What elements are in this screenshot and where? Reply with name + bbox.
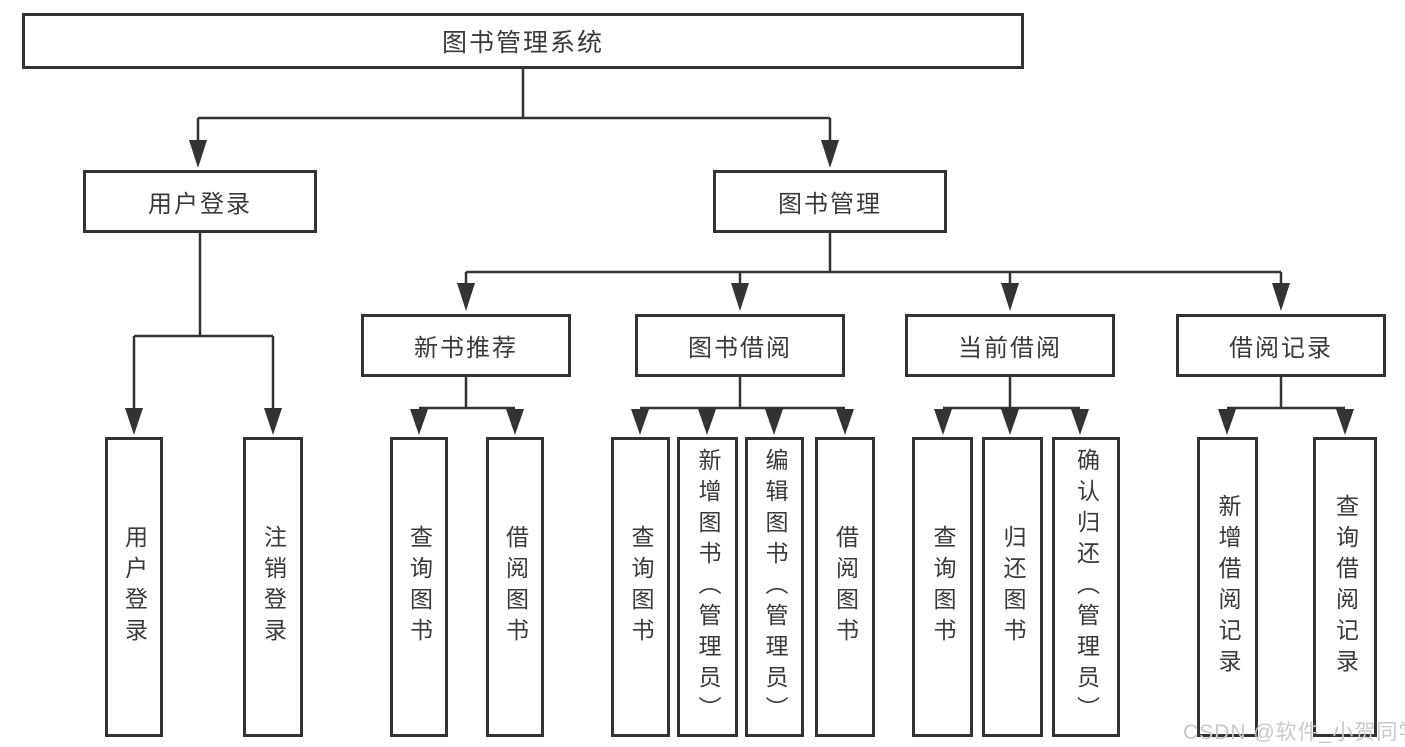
node-leaf-add-borrow-record: 新增借阅记录	[1197, 437, 1258, 737]
node-book-management-branch: 图书管理	[713, 170, 947, 233]
arrowhead-icon	[821, 140, 839, 168]
edge-root-to-level2	[196, 69, 832, 142]
node-leaf-edit-book-admin: 编辑图书（管理员）	[745, 437, 804, 737]
edge-records-to-leaves	[1227, 377, 1345, 410]
arrowhead-icon	[1071, 409, 1089, 435]
node-leaf-query-books-recommend: 查询图书	[390, 437, 448, 737]
arrowhead-icon	[264, 408, 282, 435]
arrowhead-icon	[934, 409, 952, 435]
arrowhead-icon	[631, 409, 649, 435]
csdn-watermark: CSDN @软件_小贺同学	[1183, 721, 1405, 744]
node-library-system: 图书管理系统	[22, 13, 1024, 69]
node-leaf-confirm-return-admin: 确认归还（管理员）	[1052, 437, 1120, 737]
edge-bookmgmt-to-level3	[464, 233, 1283, 284]
edge-borrowing-to-leaves	[640, 377, 845, 410]
node-leaf-return-book: 归还图书	[982, 437, 1043, 737]
node-leaf-query-books-current: 查询图书	[912, 437, 973, 737]
arrowhead-icon	[698, 409, 716, 435]
node-book-borrowing: 图书借阅	[635, 314, 845, 377]
arrowhead-icon	[410, 409, 428, 435]
edge-userlogin-to-leaves	[132, 233, 275, 409]
node-current-borrowing: 当前借阅	[905, 314, 1115, 377]
arrowhead-icon	[189, 140, 207, 168]
arrowhead-icon	[731, 283, 749, 311]
node-borrow-records: 借阅记录	[1176, 314, 1386, 377]
arrowhead-icon	[125, 408, 143, 435]
arrowhead-icon	[836, 409, 854, 435]
arrowhead-icon	[765, 409, 783, 435]
arrowhead-icon	[506, 409, 524, 435]
arrowhead-icon	[1218, 409, 1236, 435]
node-leaf-borrow-books-recommend: 借阅图书	[486, 437, 544, 737]
arrowhead-icon	[457, 283, 475, 311]
arrowhead-icon	[1272, 283, 1290, 311]
edge-recommend-to-leaves	[419, 377, 515, 410]
edge-current-to-leaves	[943, 377, 1080, 410]
arrowhead-icon	[1001, 283, 1019, 311]
arrowhead-icon	[1001, 409, 1019, 435]
node-leaf-query-books-borrowing: 查询图书	[611, 437, 670, 737]
node-leaf-add-book-admin: 新增图书（管理员）	[677, 437, 738, 737]
node-leaf-query-borrow-record: 查询借阅记录	[1313, 437, 1377, 737]
node-user-login-branch: 用户登录	[83, 170, 317, 233]
node-leaf-user-login: 用户登录	[105, 437, 163, 737]
node-leaf-borrow-books-borrowing: 借阅图书	[815, 437, 875, 737]
node-leaf-logout: 注销登录	[243, 437, 303, 737]
node-new-book-recommend: 新书推荐	[361, 314, 571, 377]
arrowhead-icon	[1336, 409, 1354, 435]
